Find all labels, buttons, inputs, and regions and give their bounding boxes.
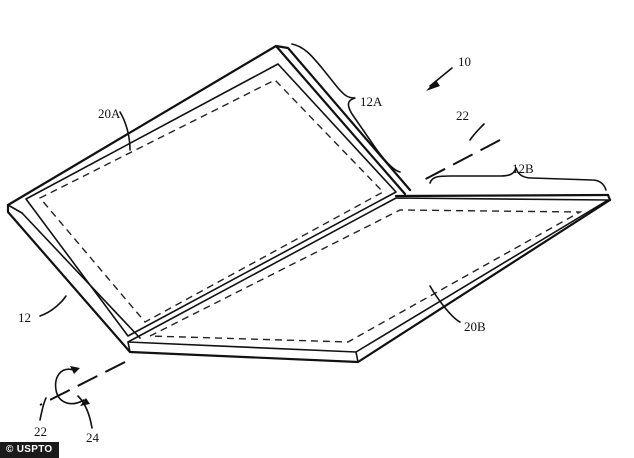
upper-housing-portion xyxy=(6,44,412,339)
lower-housing-portion xyxy=(6,193,612,364)
hinge-axis-line xyxy=(39,139,501,406)
image-credit: © USPTO xyxy=(0,442,59,458)
rotation-arrow-icon xyxy=(54,366,90,406)
brace-12a xyxy=(291,43,401,173)
label-axis-22-bottom: 22 xyxy=(34,424,47,439)
label-display-20b: 20B xyxy=(464,319,486,334)
device-10-arrow xyxy=(426,67,453,91)
label-housing-portion-12b: 12B xyxy=(512,161,534,176)
label-display-20a: 20A xyxy=(98,106,121,121)
display-20b-outline xyxy=(149,209,583,343)
leader-lines xyxy=(39,111,485,429)
label-axis-22-top: 22 xyxy=(456,108,469,123)
label-rotation-24: 24 xyxy=(86,430,100,445)
brace-12b xyxy=(429,167,607,191)
label-housing-portion-12a: 12A xyxy=(360,94,383,109)
label-housing-12: 12 xyxy=(18,310,31,325)
label-device-10: 10 xyxy=(458,54,471,69)
